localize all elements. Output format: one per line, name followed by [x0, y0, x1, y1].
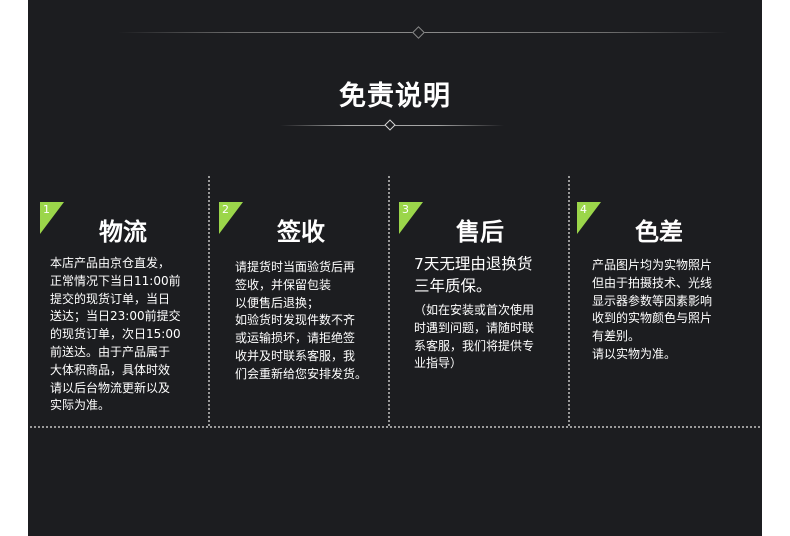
section-lead-text: 7天无理由退换货 三年质保。: [414, 255, 533, 295]
bottom-divider: [30, 426, 760, 428]
page-title: 免责说明: [339, 81, 451, 112]
section-heading: 售后: [456, 218, 504, 246]
column-divider: [388, 176, 390, 426]
section-text: （如在安装或首次使用 时遇到问题，请随时联 系客服，我们将提供专 业指导）: [414, 303, 535, 371]
section-text: 本店产品由京仓直发， 正常情况下当日11:00前 提交的现货订单，当日 送达；当…: [50, 256, 181, 413]
section-heading: 物流: [99, 218, 147, 246]
section-signing: 2 签收 请提货时当面验货后再 签收，并保留包装 以便售后退换； 如验货时发现件…: [219, 200, 389, 420]
section-text: 产品图片均为实物照片 但由于拍摄技术、光线 显示器参数等因素影响 收到的实物颜色…: [592, 258, 713, 361]
column-divider: [208, 176, 210, 426]
disclaimer-panel: 免责说明 1 物流 本店产品由京仓直发， 正常情况下当日11:00前 提交的现货…: [28, 0, 762, 536]
section-text: 请提货时当面验货后再 签收，并保留包装 以便售后退换； 如验货时发现件数不齐 或…: [235, 260, 368, 381]
section-heading: 色差: [635, 218, 683, 246]
column-divider: [568, 176, 570, 426]
section-color-difference: 4 色差 产品图片均为实物照片 但由于拍摄技术、光线 显示器参数等因素影响 收到…: [577, 200, 747, 420]
section-number-badge: 1: [40, 202, 64, 234]
section-heading: 签收: [277, 218, 325, 246]
section-logistics: 1 物流 本店产品由京仓直发， 正常情况下当日11:00前 提交的现货订单，当日…: [40, 200, 210, 420]
top-diamond-ornament: [412, 26, 425, 39]
section-number-badge: 2: [219, 202, 243, 234]
section-after-sales: 3 售后 7天无理由退换货 三年质保。 （如在安装或首次使用 时遇到问题，请随时…: [399, 200, 569, 420]
title-diamond-ornament: [384, 119, 396, 131]
section-number-badge: 4: [577, 202, 601, 234]
